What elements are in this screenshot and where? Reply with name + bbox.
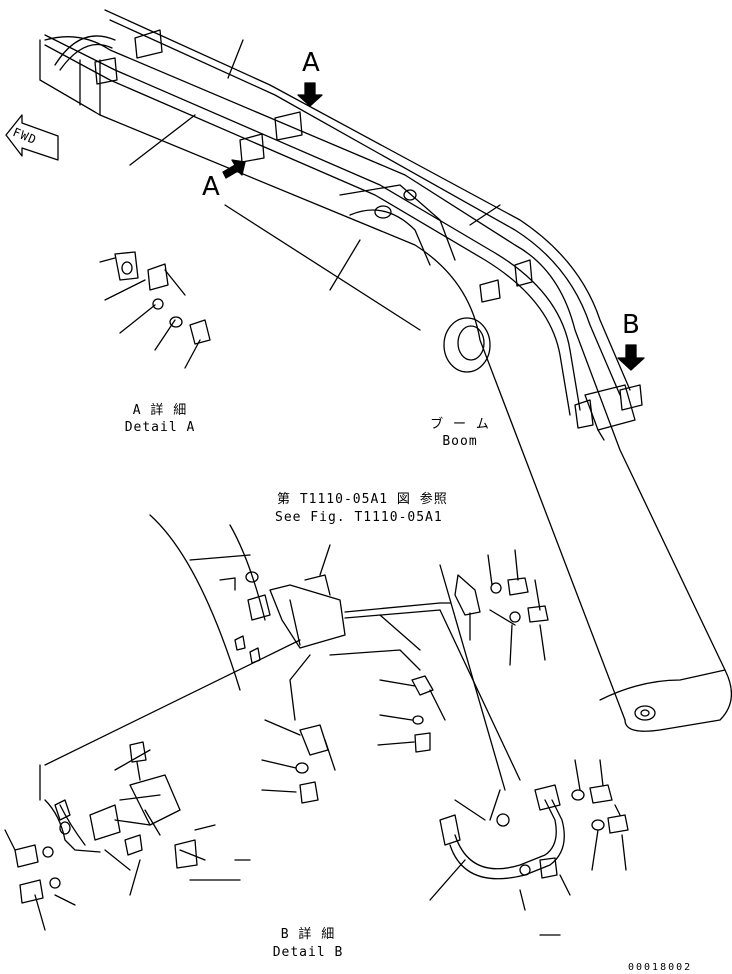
detail-a-en: Detail A — [124, 420, 196, 435]
detail-b-lower-right-pipe — [429, 784, 629, 911]
detail-b-right-fittings — [295, 574, 549, 804]
detail-a-parts — [99, 251, 211, 369]
detail-b-lower-valve — [4, 741, 251, 931]
boom-en: Boom — [442, 434, 478, 449]
boom-outline — [39, 36, 732, 732]
detail-b-leader-ticks — [261, 549, 627, 936]
detail-a-jp: A 詳 細 — [132, 403, 188, 418]
see-fig-jp: 第 T1110-05A1 図 参照 — [277, 492, 448, 507]
section-arrow-b-icon — [617, 344, 645, 371]
leader-lines — [129, 39, 501, 331]
see-fig-en: See Fig. T1110-05A1 — [275, 510, 443, 525]
hydraulic-pipes — [44, 9, 631, 416]
callout-b: B — [622, 310, 640, 340]
boom-valve-block — [574, 384, 643, 441]
detail-b-valve — [219, 544, 441, 664]
section-arrow-a-upper-icon — [297, 82, 323, 107]
detail-b-section-lines — [39, 514, 521, 853]
fwd-arrow-icon — [5, 114, 59, 161]
boom-web-frame — [339, 184, 456, 266]
boom-foot-pin — [443, 317, 656, 721]
detail-b-en: Detail B — [272, 945, 344, 960]
figure-number: 00018002 — [628, 962, 693, 973]
detail-b-jp: B 詳 細 — [280, 927, 336, 942]
pipe-clamps — [94, 29, 533, 303]
callout-a-middle: A — [202, 172, 220, 202]
boom-jp: ブ ー ム — [430, 417, 490, 432]
callout-a-upper: A — [302, 48, 320, 78]
section-arrow-a-middle-icon — [222, 159, 246, 179]
